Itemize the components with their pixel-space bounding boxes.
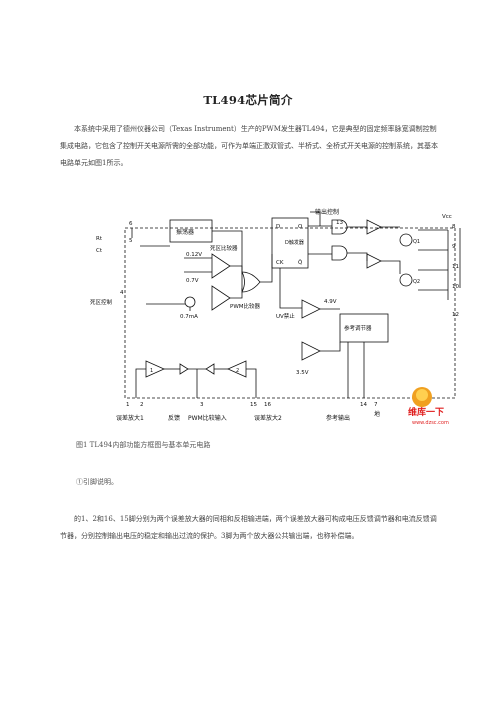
pin-5: 5 bbox=[129, 238, 133, 244]
pin-1: 1 bbox=[126, 402, 130, 408]
bottom-error-amp-1: 误差放大1 bbox=[116, 414, 144, 422]
bottom-pwm-input: PWM比较输入 bbox=[188, 414, 227, 422]
label-dff-q: Q bbox=[298, 224, 303, 230]
label-dff: D触发器 bbox=[285, 239, 304, 246]
bottom-ground: 地 bbox=[374, 410, 380, 418]
figure-caption: 图1 TL494内部功能方框图与基本单元电路 bbox=[76, 441, 211, 449]
bottom-error-amp-2: 误差放大2 bbox=[254, 414, 282, 422]
pin-12: 12 bbox=[452, 312, 459, 318]
label-07ma: 0.7mA bbox=[180, 314, 198, 320]
label-ref-regulator: 参考调节器 bbox=[344, 324, 372, 332]
label-deadtime-comparator: 死区比较器 bbox=[210, 244, 238, 252]
pin-7: 7 bbox=[374, 402, 378, 408]
label-07v: 0.7V bbox=[186, 278, 199, 284]
pin-8: 8 bbox=[452, 224, 456, 230]
label-deadtime-control: 死区控制 bbox=[90, 298, 113, 306]
label-q2: Q2 bbox=[413, 279, 420, 285]
pin-note-heading: ①引脚说明。 bbox=[76, 478, 118, 486]
pin-15: 15 bbox=[250, 402, 257, 408]
intro-paragraph: 本系统中采用了德州仪器公司（Texas Instrument）生产的PWM发生器… bbox=[60, 125, 438, 167]
watermark-url: www.dzsc.com bbox=[412, 420, 449, 426]
watermark-brand: 维库一下 bbox=[408, 406, 444, 418]
label-dff-ck: CK bbox=[276, 260, 284, 266]
label-q1: Q1 bbox=[413, 239, 420, 245]
pin-14: 14 bbox=[360, 402, 367, 408]
label-rt: Rt bbox=[96, 236, 103, 242]
label-012v: 0.12V bbox=[186, 252, 202, 258]
pin-16: 16 bbox=[264, 402, 271, 408]
pin-3: 3 bbox=[200, 402, 204, 408]
document-title: TL494芯片简介 bbox=[203, 93, 293, 107]
label-dff-d: D bbox=[276, 224, 280, 230]
label-ct: Ct bbox=[96, 248, 103, 254]
watermark-logo-icon: 维库一下 www.dzsc.com bbox=[408, 387, 449, 426]
label-amp2: 2 bbox=[236, 368, 239, 374]
pin-2: 2 bbox=[140, 402, 144, 408]
label-oscillator: 振荡器 bbox=[176, 228, 194, 236]
label-35v: 3.5V bbox=[296, 370, 309, 376]
dzsc-watermark: 维库一下 www.dzsc.com bbox=[402, 383, 482, 427]
pin-11: 11 bbox=[452, 264, 459, 270]
tl494-block-diagram: 输出控制 Vcc 振荡器 死区比较器 D Q Q̄ CK D触发器 6 5 4 … bbox=[90, 208, 461, 422]
pin-9: 9 bbox=[452, 244, 456, 250]
label-49v: 4.9V bbox=[324, 299, 337, 305]
label-amp1: 1 bbox=[150, 368, 153, 374]
bottom-ref-output: 参考输出 bbox=[326, 414, 350, 422]
bottom-feedback: 反馈 bbox=[168, 414, 180, 422]
pin-10: 10 bbox=[452, 284, 459, 290]
pin-4: 4 bbox=[120, 290, 124, 296]
pin-6: 6 bbox=[129, 221, 133, 227]
label-output-control: 输出控制 bbox=[315, 208, 339, 216]
label-uv-lockout: UV禁止 bbox=[276, 312, 295, 320]
pin-description-paragraph: 的1、2和16、15脚分别为两个误差放大器的同相和反相输进端，两个误差放大器可构… bbox=[60, 515, 437, 540]
label-vcc: Vcc bbox=[442, 214, 452, 220]
label-pwm-comparator: PWM比较器 bbox=[230, 302, 261, 310]
pin-13: 13 bbox=[336, 220, 343, 226]
label-dff-qbar: Q̄ bbox=[298, 259, 303, 266]
